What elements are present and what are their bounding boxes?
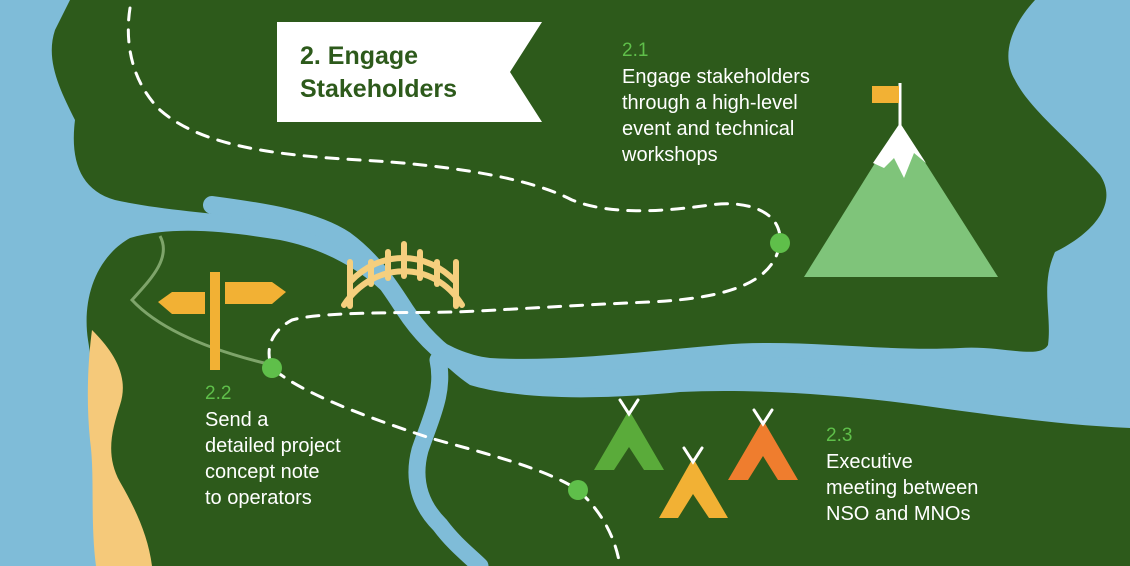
sand-coast bbox=[87, 330, 152, 566]
step-text-line: detailed project bbox=[205, 435, 341, 457]
flag-icon bbox=[872, 86, 899, 103]
river-branch bbox=[408, 351, 489, 566]
bridge-icon bbox=[341, 241, 465, 309]
tent-icon bbox=[594, 398, 664, 470]
banner bbox=[277, 22, 542, 122]
signpost-icon bbox=[158, 272, 286, 370]
step-text-line: concept note bbox=[205, 461, 320, 483]
step-text-line: Executive bbox=[826, 451, 913, 473]
step-text-line: NSO and MNOs bbox=[826, 503, 971, 525]
step-text-line: Engage stakeholders bbox=[622, 66, 810, 88]
river bbox=[203, 196, 1130, 421]
step-text-line: to operators bbox=[205, 487, 312, 509]
waypoint-dot-3 bbox=[568, 480, 588, 500]
step-2-2: 2.2 Send a detailed project concept note… bbox=[205, 381, 395, 511]
banner-title-line-1: 2. Engage bbox=[300, 42, 419, 70]
step-number: 2.3 bbox=[826, 425, 853, 446]
step-text-line: meeting between bbox=[826, 477, 979, 499]
waypoint-dot-2 bbox=[262, 358, 282, 378]
tent-icon bbox=[728, 408, 798, 480]
step-2-1: 2.1 Engage stakeholders through a high-l… bbox=[622, 38, 862, 168]
step-number: 2.2 bbox=[205, 383, 232, 404]
waypoint-dot-1 bbox=[770, 233, 790, 253]
step-text-line: Send a bbox=[205, 409, 269, 431]
mountain-icon bbox=[804, 83, 998, 277]
dashed-route bbox=[126, 6, 782, 566]
step-text-line: through a high-level bbox=[622, 92, 798, 114]
step-text-line: workshops bbox=[622, 144, 718, 166]
lower-land bbox=[86, 230, 1130, 566]
step-number: 2.1 bbox=[622, 40, 649, 61]
trail bbox=[129, 235, 269, 366]
tent-icon bbox=[659, 446, 728, 518]
banner-title: 2. Engage Stakeholders bbox=[300, 40, 500, 106]
banner-title-line-2: Stakeholders bbox=[300, 75, 458, 103]
step-2-3: 2.3 Executive meeting between NSO and MN… bbox=[826, 423, 1026, 527]
step-text-line: event and technical bbox=[622, 118, 795, 140]
